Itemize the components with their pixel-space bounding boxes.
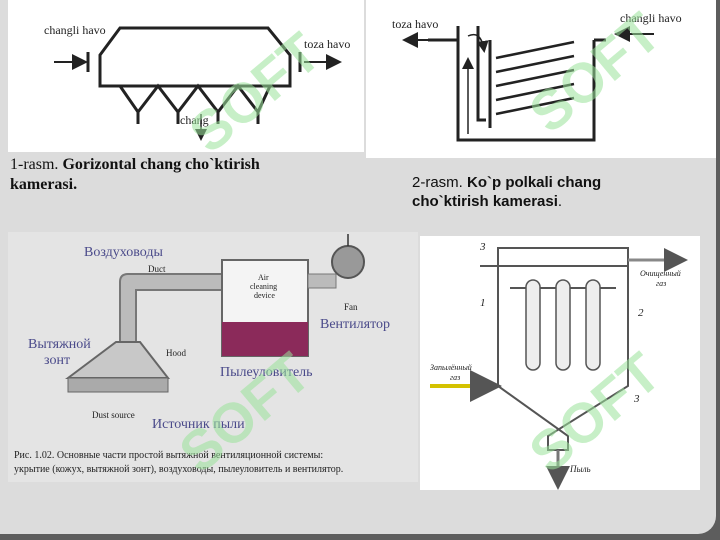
label-2: 2 xyxy=(638,307,644,319)
fig2-turn-arrow xyxy=(467,33,489,53)
figure2-caption-title-2: cho`ktirish kamerasi xyxy=(412,192,558,210)
duct-pipe xyxy=(119,273,223,343)
figure1-caption-title-1: Gorizontal chang cho`ktirish xyxy=(62,156,260,173)
fig3-caption-2: укрытие (кожух, вытяжной зонт), воздухов… xyxy=(14,464,343,475)
fan-label-ru: Вентилятор xyxy=(320,317,390,332)
label-3-top: 3 xyxy=(479,241,486,253)
figure-precipitator: 3 1 2 3 Очищенный газ Запылённый газ Пыл… xyxy=(420,236,700,490)
duct-label-en: Duct xyxy=(148,264,166,274)
figure1-caption-title-2: kamerasi. xyxy=(10,176,78,193)
electrode-tubes xyxy=(525,279,601,371)
chamber-body xyxy=(86,26,302,124)
clean-gas-label-2: газ xyxy=(656,279,666,288)
multishelf-chamber-diagram: toza havo changli havo xyxy=(392,11,682,142)
dusty-gas-label-1: Запылённый xyxy=(430,363,472,372)
precipitator-diagram: 3 1 2 3 Очищенный газ Запылённый газ Пыл… xyxy=(430,241,688,490)
figure2-caption: 2-rasm. Ko`p polkali chang cho`ktirish k… xyxy=(412,174,692,212)
air-cleaning-label-2: cleaning xyxy=(250,282,277,291)
fan-label-en: Fan xyxy=(344,302,358,312)
hood-label-en: Hood xyxy=(166,348,186,358)
dust-label: chang xyxy=(180,113,209,127)
air-cleaning-label-3: device xyxy=(254,291,275,300)
fan-duct xyxy=(307,273,337,289)
ventilation-diagram: Воздуховоды Duct Air cleaning device Fan… xyxy=(14,234,390,475)
figure1-caption: 1-rasm. Gorizontal chang cho`ktirish kam… xyxy=(10,155,350,195)
label-3-bottom: 3 xyxy=(633,393,640,405)
clean-gas-label-1: Очищенный xyxy=(640,269,681,278)
fan-icon xyxy=(331,245,365,279)
hood-label-ru-1: Вытяжной xyxy=(28,337,91,352)
fig3-caption-1: Рис. 1.02. Основные части простой вытяжн… xyxy=(14,450,323,461)
figure2-caption-end: . xyxy=(557,192,563,210)
horizontal-chamber-diagram: changli havo toza havo chang xyxy=(44,23,350,141)
dust-source-label-ru: Источник пыли xyxy=(152,417,245,432)
multishelf-body xyxy=(428,26,606,142)
dust-source-label-en: Dust source xyxy=(92,410,135,420)
ducts-label-ru: Воздуховоды xyxy=(84,245,163,260)
figure2-caption-title-1: Ko`p polkali chang xyxy=(467,174,602,191)
figure-multishelf-chamber: toza havo changli havo xyxy=(366,0,716,158)
figure-ventilation-system: Воздуховоды Duct Air cleaning device Fan… xyxy=(8,232,418,482)
shelves xyxy=(495,40,575,116)
figure-horizontal-chamber: changli havo toza havo chang xyxy=(8,0,364,152)
collected-dust xyxy=(222,322,308,356)
inlet-label: changli havo xyxy=(44,23,106,37)
outlet-label: toza havo xyxy=(304,37,350,51)
dusty-gas-label-2: газ xyxy=(450,373,460,382)
collector-label-ru: Пылеуловитель xyxy=(220,365,313,380)
hood-label-ru-2: зонт xyxy=(44,353,70,368)
dust-outlet-label: Пыль xyxy=(569,464,591,474)
hood-base xyxy=(67,377,169,393)
fig2-inlet-label: changli havo xyxy=(620,11,682,25)
air-cleaning-label-1: Air xyxy=(258,273,269,282)
fig2-outlet-label: toza havo xyxy=(392,17,438,31)
figure2-caption-prefix: 2-rasm. xyxy=(412,174,463,191)
figure1-caption-prefix: 1-rasm. xyxy=(10,156,59,173)
label-1: 1 xyxy=(480,297,486,309)
